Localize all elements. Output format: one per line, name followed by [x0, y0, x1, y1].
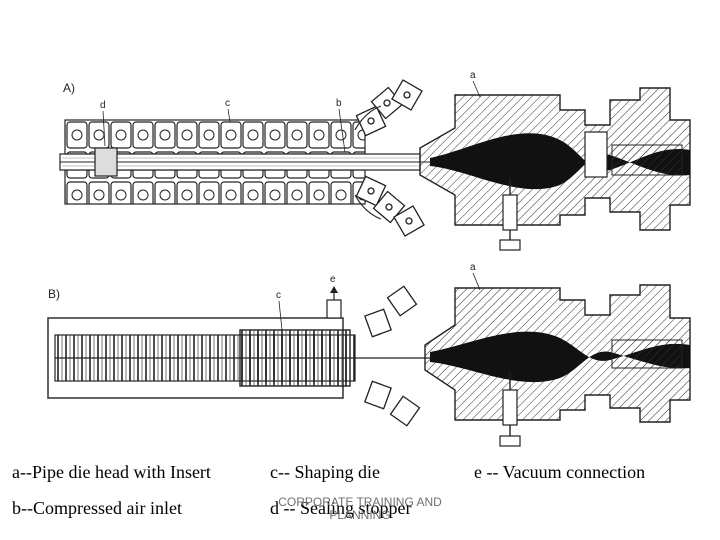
legend-c: c-- Shaping die — [270, 462, 380, 482]
watermark-line2: PLANNING — [329, 508, 391, 522]
panel-a: A) — [59, 70, 691, 251]
extrusion-diagram: A) — [47, 70, 691, 447]
panel-b-label: B) — [48, 287, 60, 301]
panel-b: B) e c a — [47, 262, 691, 447]
upper-blocks-b — [364, 285, 418, 338]
upper-return-blocks — [355, 79, 423, 137]
sealing-stopper — [94, 147, 118, 177]
label-c: c — [225, 98, 230, 109]
label-c-b: c — [276, 290, 281, 301]
lower-return-blocks — [355, 175, 425, 237]
label-a: a — [470, 70, 476, 81]
melt-channel-a — [430, 133, 690, 190]
label-b: b — [336, 98, 342, 109]
vacuum-connection — [326, 299, 342, 319]
legend-d: d -- Sealing stopper — [270, 498, 412, 518]
legend-b: b--Compressed air inlet — [12, 498, 182, 518]
label-d: d — [100, 100, 106, 111]
label-e: e — [330, 274, 336, 285]
melt-channel-b — [430, 331, 690, 383]
watermark-line1: CORPORATE TRAINING AND — [278, 495, 442, 509]
legend-a: a--Pipe die head with Insert — [12, 462, 211, 482]
legend-e: e -- Vacuum connection — [474, 462, 646, 482]
lower-blocks-b — [364, 380, 421, 427]
label-a-b: a — [470, 262, 476, 273]
watermark: CORPORATE TRAINING AND PLANNING — [268, 496, 452, 522]
panel-a-label: A) — [63, 81, 75, 95]
